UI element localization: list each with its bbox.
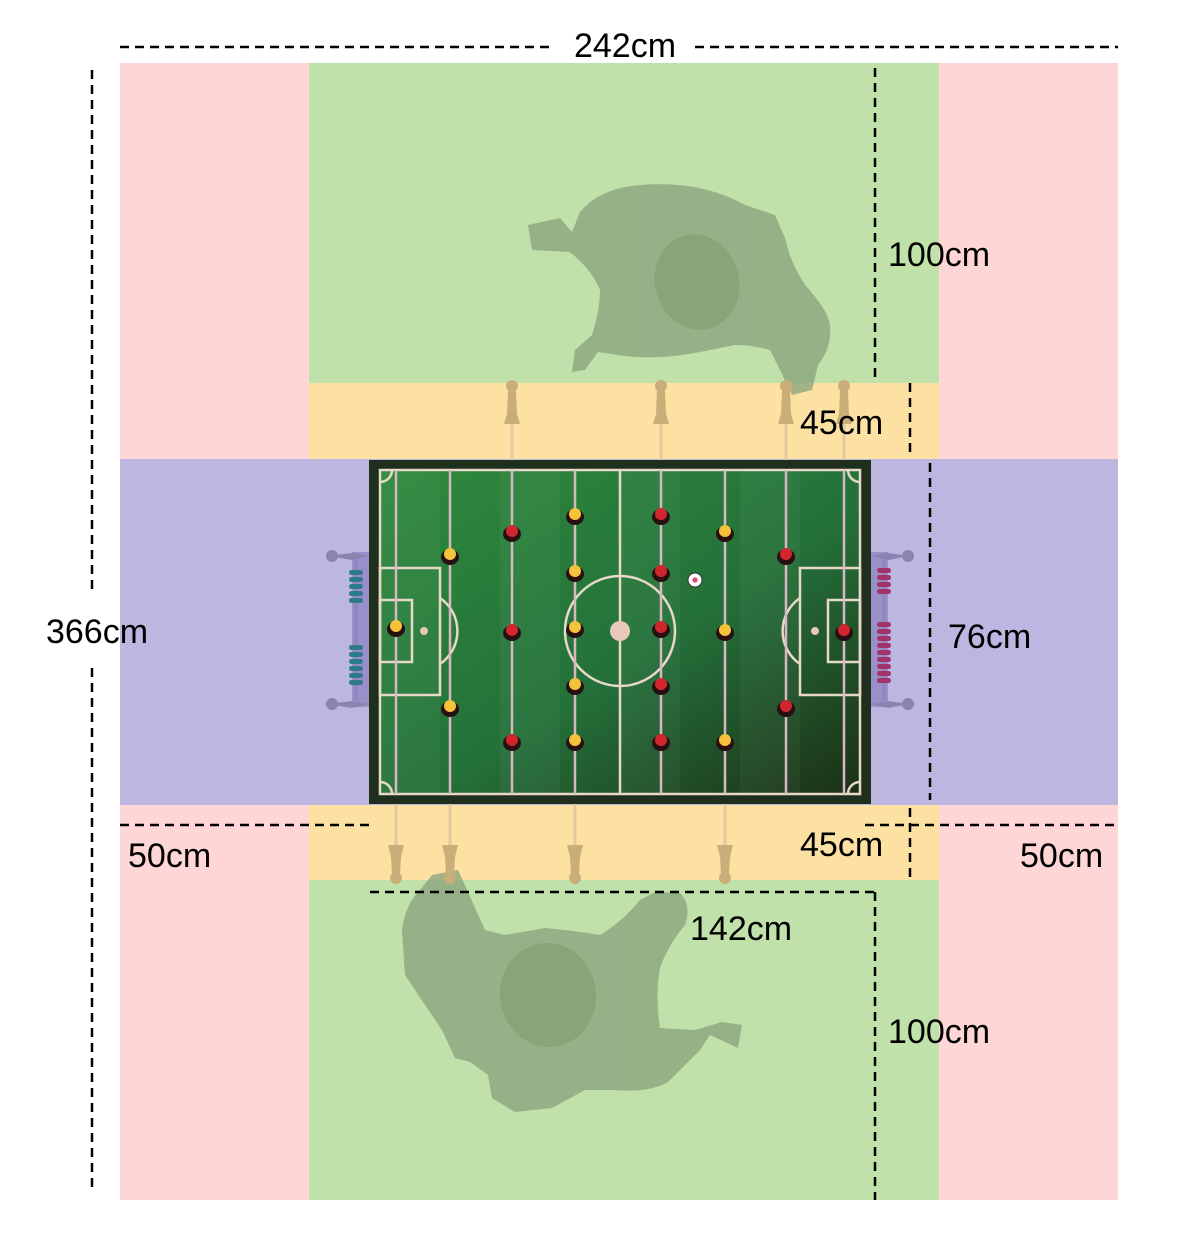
figures <box>387 508 853 751</box>
counter-bead <box>877 671 891 676</box>
counter-bead <box>349 652 363 657</box>
right-score-counter <box>877 568 891 683</box>
figure-yellow <box>716 525 734 542</box>
counter-bead <box>877 582 891 587</box>
figure-yellow <box>441 700 459 717</box>
pitch-markings <box>378 468 862 796</box>
table-width-label: 76cm <box>948 618 1031 656</box>
counter-bead <box>877 643 891 648</box>
counter-bead <box>877 575 891 580</box>
counter-bead <box>349 598 363 603</box>
table-length-label: 142cm <box>690 910 792 948</box>
top-rod-zone <box>309 383 939 459</box>
dimension-labels: 242cm 366cm 100cm 45cm 76cm 45cm 50cm 50… <box>46 27 1103 1051</box>
figure-red <box>503 734 521 751</box>
counter-bead <box>349 577 363 582</box>
figure-red <box>652 678 670 695</box>
figure-red <box>835 624 853 641</box>
figure-yellow <box>716 734 734 751</box>
pitch-stripe <box>740 470 800 794</box>
counter-bead <box>877 636 891 641</box>
counter-bead <box>877 650 891 655</box>
figure-red <box>777 548 795 565</box>
total-length-label: 366cm <box>46 613 148 651</box>
rod-handle <box>836 380 852 424</box>
counter-bead <box>877 568 891 573</box>
figure-red <box>652 565 670 582</box>
counter-bead <box>877 657 891 662</box>
total-width-label: 242cm <box>574 27 676 65</box>
rod-handle <box>717 845 733 884</box>
figure-yellow <box>716 624 734 641</box>
figure-yellow <box>566 508 584 525</box>
center-spot <box>610 621 630 641</box>
figure-yellow <box>441 548 459 565</box>
left-side-clearance-label: 50cm <box>128 837 211 875</box>
pitch-stripe <box>620 470 680 794</box>
ball-icon <box>687 572 703 588</box>
counter-bead <box>349 659 363 664</box>
counter-bead <box>877 664 891 669</box>
counter-bead <box>349 570 363 575</box>
counter-bead <box>349 645 363 650</box>
figure-red <box>652 734 670 751</box>
bottom-player-space-label: 100cm <box>888 1013 990 1051</box>
top-rod-clearance-label: 45cm <box>800 404 883 442</box>
figure-red <box>652 508 670 525</box>
figure-yellow <box>387 620 405 637</box>
rod-handle <box>778 380 794 424</box>
left-score-counter <box>349 570 363 685</box>
figure-yellow <box>566 734 584 751</box>
rod-handle <box>504 380 520 424</box>
figure-red <box>503 624 521 641</box>
pitch-stripes <box>380 470 800 794</box>
figure-red <box>652 621 670 638</box>
dimension-lines <box>90 45 1118 1200</box>
counter-bead <box>349 584 363 589</box>
bottom-rod-clearance-label: 45cm <box>800 826 883 864</box>
rod-handle <box>653 380 669 424</box>
counter-bead <box>877 629 891 634</box>
figure-yellow <box>566 678 584 695</box>
counter-bead <box>877 678 891 683</box>
figure-yellow <box>566 565 584 582</box>
player-bottom-icon <box>402 870 742 1112</box>
counter-bead <box>349 673 363 678</box>
bottom-rod-zone <box>309 805 939 880</box>
rod-handle <box>388 845 404 884</box>
rod-handle <box>567 845 583 884</box>
counter-bead <box>349 680 363 685</box>
goal-ends <box>326 550 914 710</box>
figure-red <box>777 700 795 717</box>
counter-bead <box>877 622 891 627</box>
top-player-space-label: 100cm <box>888 236 990 274</box>
counter-bead <box>877 589 891 594</box>
counter-bead <box>349 591 363 596</box>
counter-bead <box>349 666 363 671</box>
right-side-clearance-label: 50cm <box>1020 837 1103 875</box>
rod-handle <box>442 845 458 884</box>
rod-handles <box>388 380 852 884</box>
foosball-table <box>369 460 871 804</box>
player-top-icon <box>528 184 831 395</box>
figure-yellow <box>566 621 584 638</box>
figure-red <box>503 525 521 542</box>
